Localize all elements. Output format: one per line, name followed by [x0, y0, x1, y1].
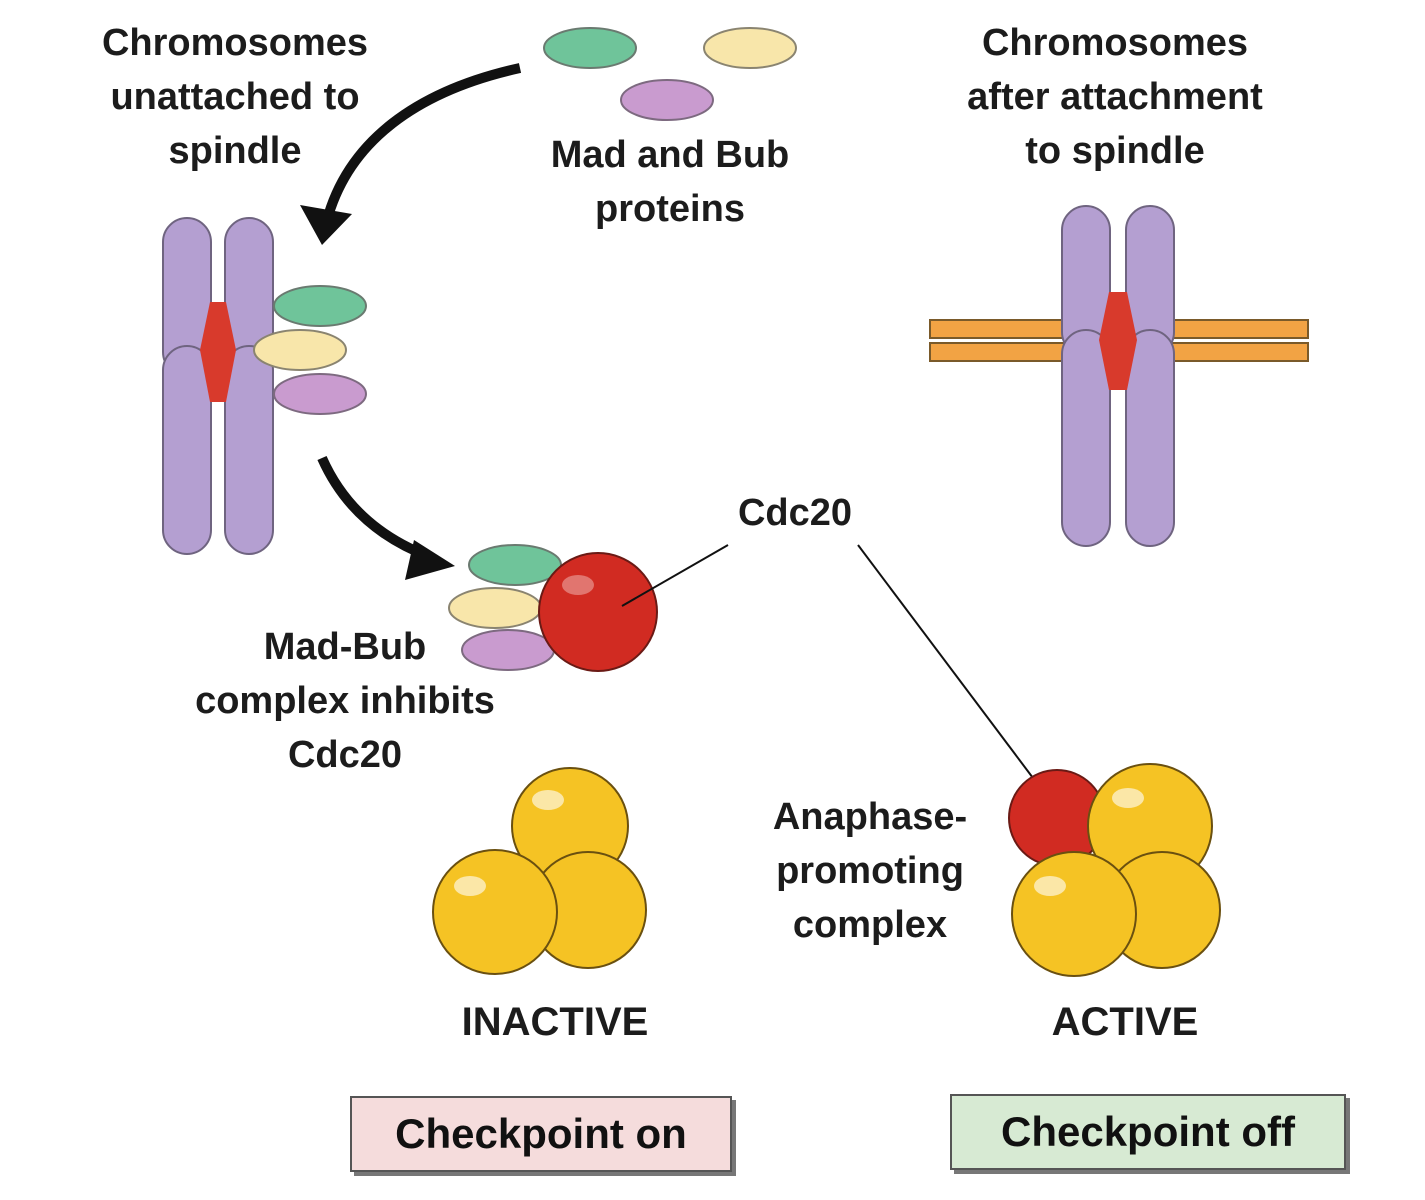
checkpoint-off-badge: Checkpoint off — [950, 1094, 1346, 1170]
unattached-chromosome — [162, 217, 274, 555]
label-complex-line-2: complex inhibits — [195, 680, 495, 722]
bound-mad-bub-proteins — [253, 285, 367, 415]
bound-purple-protein — [273, 373, 367, 415]
label-complex-line-3: Cdc20 — [287, 734, 403, 776]
bub-protein-yellow — [703, 27, 797, 69]
active-apc-highlight-left — [1034, 876, 1066, 896]
attached-chromatid-right-lower — [1125, 329, 1175, 547]
label-attached-line-1: Chromosomes — [981, 22, 1249, 64]
chromatid-right-lower — [224, 345, 274, 555]
label-active: ACTIVE — [1051, 1000, 1199, 1044]
label-complex-line-1: Mad-Bub — [263, 626, 427, 668]
checkpoint-on-badge: Checkpoint on — [350, 1096, 732, 1172]
mad-bub-cdc20-complex — [448, 544, 658, 672]
bub-protein-purple — [620, 79, 714, 121]
cdc20-leader-left — [621, 544, 729, 607]
label-chromosomes-unattached: Chromosomes unattached to spindle — [40, 16, 430, 178]
centromere — [200, 302, 236, 402]
cdc20-highlight — [562, 575, 594, 595]
bound-green-protein — [273, 285, 367, 327]
active-apc — [1008, 763, 1221, 977]
inactive-apc — [432, 767, 647, 975]
label-mad-bub-line-1: Mad and Bub — [550, 134, 790, 176]
label-apc-line-2: promoting — [776, 850, 964, 892]
label-mad-bub-proteins: Mad and Bub proteins — [500, 128, 840, 236]
free-mad-bub-proteins — [543, 27, 797, 121]
label-anaphase-promoting-complex: Anaphase- promoting complex — [740, 790, 1000, 952]
label-mad-bub-complex: Mad-Bub complex inhibits Cdc20 — [150, 620, 540, 782]
attached-chromatid-left-lower — [1061, 329, 1111, 547]
arrowhead-lower — [405, 540, 455, 580]
cdc20-inhibited — [538, 552, 658, 672]
attached-chromosome — [929, 205, 1309, 547]
label-apc-line-3: complex — [792, 904, 948, 946]
label-cdc20: Cdc20 — [700, 486, 890, 540]
label-attached-line-2: after attachment — [967, 76, 1263, 118]
bound-yellow-protein — [253, 329, 347, 371]
chromatid-left-lower — [162, 345, 212, 555]
label-attached-line-3: to spindle — [1025, 130, 1205, 172]
active-apc-highlight-top — [1112, 788, 1144, 808]
apc-highlight-top — [532, 790, 564, 810]
arrow-proteins-to-chromosome — [320, 63, 522, 230]
mad-protein-green — [543, 27, 637, 69]
label-mad-bub-line-2: proteins — [595, 188, 745, 230]
label-apc-line-1: Anaphase- — [772, 796, 968, 838]
label-unattached-line-3: spindle — [168, 130, 302, 172]
attached-centromere — [1099, 292, 1137, 390]
apc-highlight-left — [454, 876, 486, 896]
label-unattached-line-1: Chromosomes — [101, 22, 369, 64]
active-apc-lobe-left — [1011, 851, 1137, 977]
label-unattached-line-2: unattached to — [110, 76, 360, 118]
label-inactive: INACTIVE — [461, 1000, 649, 1044]
apc-lobe-left — [432, 849, 558, 975]
complex-green-protein — [468, 544, 562, 586]
arrowhead-top — [300, 205, 352, 245]
label-cdc20-text: Cdc20 — [737, 492, 853, 534]
label-chromosomes-attached: Chromosomes after attachment to spindle — [920, 16, 1310, 178]
cdc20-leader-right — [857, 544, 1043, 791]
